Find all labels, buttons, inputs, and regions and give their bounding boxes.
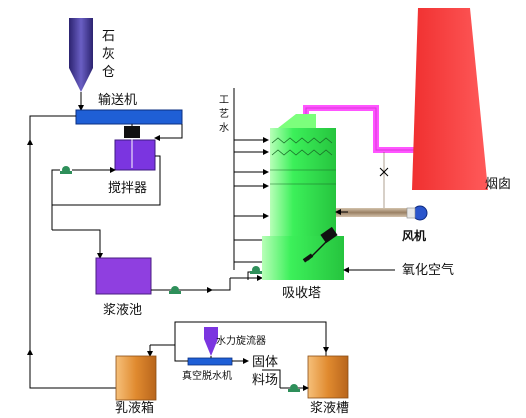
conveyor-belt <box>75 109 183 125</box>
label-lime-milk-tank: 乳液箱 <box>115 400 154 416</box>
label-solid-yard-1: 固体 <box>252 355 278 370</box>
main-recirc-line <box>29 115 116 389</box>
fan <box>406 205 428 221</box>
label-lime-silo-1: 石 <box>102 29 115 44</box>
silo-body <box>69 18 93 68</box>
lime-silo <box>69 18 93 92</box>
absorber-agitator-motor <box>320 226 338 244</box>
pump-slurry-pool <box>169 286 181 294</box>
label-mixer: 搅拌器 <box>108 180 147 196</box>
slurry-tank <box>307 355 349 399</box>
label-process-water-1: 工 <box>219 95 229 106</box>
label-absorber: 吸收塔 <box>282 286 321 301</box>
mixer-tank <box>114 139 156 171</box>
label-oxidation-air: 氧化空气 <box>402 262 454 278</box>
mixer-motor <box>124 126 140 138</box>
raw-gas-duct <box>336 208 414 217</box>
label-slurry-tank: 浆液槽 <box>310 401 349 416</box>
label-process-water-2: 艺 <box>219 108 229 120</box>
hydrocyclone-loop <box>174 321 327 356</box>
label-conveyor: 输送机 <box>98 92 137 108</box>
label-slurry-pool: 浆液池 <box>103 303 142 318</box>
label-lime-silo-3: 仓 <box>102 65 115 80</box>
label-fan: 风机 <box>402 228 426 243</box>
label-hydrocyclone: 水力旋流器 <box>216 334 266 347</box>
vacuum-filter <box>187 356 233 366</box>
absorber-sump <box>262 236 344 280</box>
slurry-pool <box>95 257 152 295</box>
pump-slurry-tank <box>288 384 300 392</box>
hydrocyclone <box>204 327 218 356</box>
label-lime-silo-2: 灰 <box>102 47 115 62</box>
pump-absorber <box>250 266 262 274</box>
label-process-water-3: 水 <box>219 122 229 134</box>
absorber-spray-layers <box>271 137 333 156</box>
absorber-body <box>270 128 336 236</box>
label-solid-yard-2: 料场 <box>252 373 278 388</box>
label-vacuum-filter: 真空脱水机 <box>182 369 232 382</box>
pump-mixer <box>60 166 72 174</box>
label-chimney: 烟囱 <box>485 177 511 192</box>
chimney <box>412 8 488 190</box>
lime-milk-tank <box>115 355 157 401</box>
silo-cone <box>69 68 93 92</box>
